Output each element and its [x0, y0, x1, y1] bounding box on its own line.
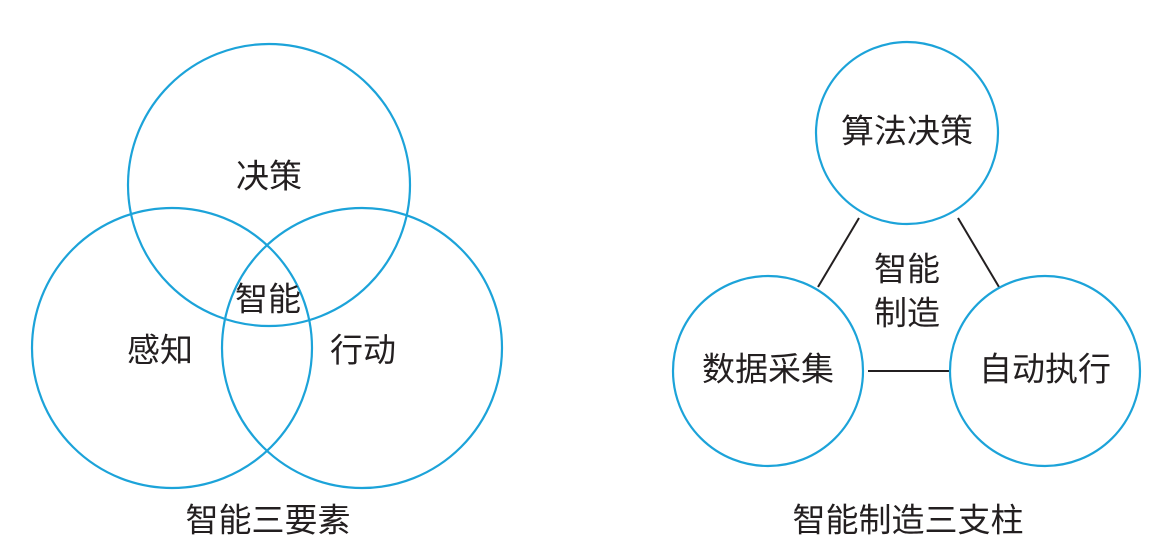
venn-label-decision: 决策 — [236, 157, 302, 196]
pillars-caption: 智能制造三支柱 — [793, 501, 1024, 540]
pillars-diagram: 算法决策 数据采集 自动执行 智能 制造 智能制造三支柱 — [671, 40, 1142, 540]
venn-label-center: 智能 — [235, 280, 301, 319]
pillar-label-data: 数据采集 — [702, 350, 834, 389]
connector-top-left — [817, 217, 860, 288]
pillar-circle-execution — [948, 274, 1142, 468]
venn-circle-action — [220, 206, 504, 490]
venn-diagram: 决策 感知 行动 智能 智能三要素 — [30, 42, 504, 540]
venn-caption: 智能三要素 — [186, 501, 351, 540]
connector-top-right — [957, 217, 1000, 288]
pillar-label-algorithm: 算法决策 — [841, 112, 973, 151]
pillar-circle-algorithm — [814, 40, 1000, 226]
pillar-circle-data — [671, 274, 865, 468]
pillar-label-execution: 自动执行 — [979, 350, 1111, 389]
venn-label-action: 行动 — [330, 331, 396, 370]
venn-circle-perception — [30, 206, 314, 490]
pillar-center-line1: 智能 — [874, 250, 940, 289]
pillar-center-line2: 制造 — [874, 294, 940, 333]
venn-label-perception: 感知 — [127, 331, 193, 370]
venn-circle-decision — [126, 42, 412, 328]
